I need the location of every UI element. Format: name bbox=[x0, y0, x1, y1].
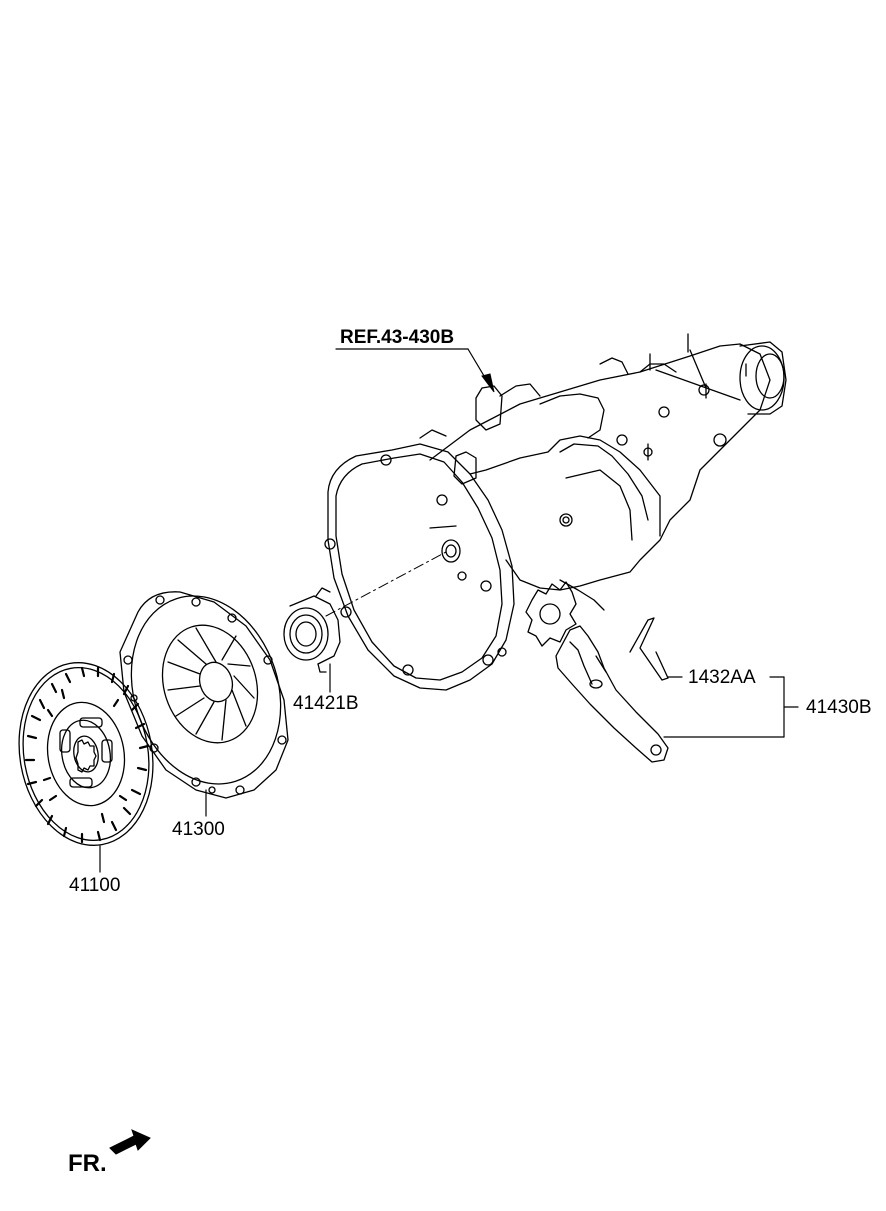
front-direction-arrow bbox=[109, 1129, 151, 1155]
center-axis-line bbox=[325, 551, 447, 617]
front-label: FR. bbox=[68, 1150, 107, 1177]
release-bearing bbox=[283, 587, 341, 673]
part-number-41100: 41100 bbox=[69, 875, 121, 896]
clutch-cover bbox=[119, 591, 289, 799]
part-number-41430b: 41430B bbox=[806, 697, 872, 718]
ref-label: REF.43-430B bbox=[340, 327, 455, 348]
transmission-assembly bbox=[324, 333, 787, 691]
part-number-1432aa: 1432AA bbox=[688, 667, 756, 688]
release-fork bbox=[555, 625, 669, 763]
clutch-disc bbox=[18, 662, 154, 846]
part-number-41421b: 41421B bbox=[293, 693, 359, 714]
retainer-clip bbox=[629, 617, 669, 681]
disc-facing-marks bbox=[24, 666, 150, 844]
part-number-41300: 41300 bbox=[172, 819, 225, 840]
leader-lines bbox=[99, 348, 799, 873]
ref-arrowhead bbox=[481, 373, 495, 393]
